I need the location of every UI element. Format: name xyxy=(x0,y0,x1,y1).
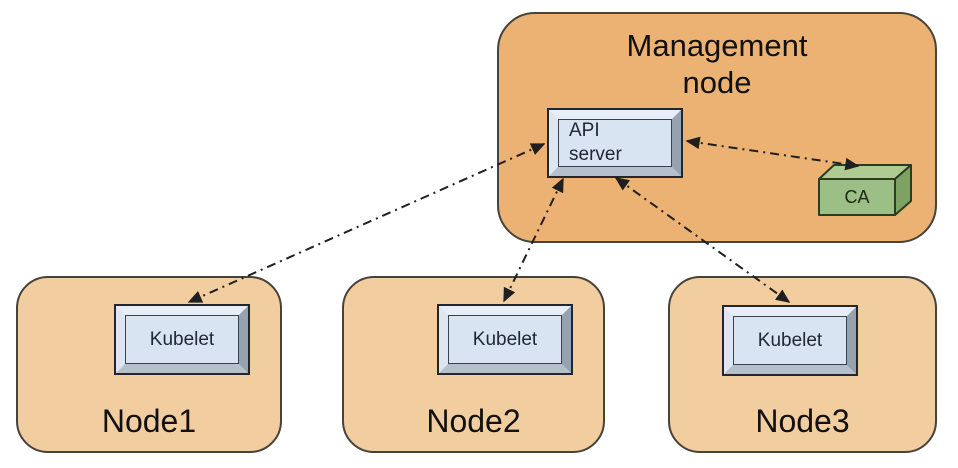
node3-kubelet-box: Kubelet xyxy=(722,305,858,376)
api-server-box: API server xyxy=(547,108,683,178)
ca-label: CA xyxy=(844,186,870,207)
ca-cuboid-shape xyxy=(818,164,912,216)
api-server-label: API server xyxy=(569,120,622,165)
api-server-bevel: API server xyxy=(549,110,681,176)
node3-kubelet-bevel: Kubelet xyxy=(724,307,856,374)
node2-kubelet-bevel: Kubelet xyxy=(439,306,571,373)
management-node-title: Management node xyxy=(626,28,808,100)
node3-kubelet-label: Kubelet xyxy=(757,329,823,351)
ca-box: CA xyxy=(818,164,912,216)
node1-kubelet-box: Kubelet xyxy=(114,304,250,375)
node2-box: Kubelet Node2 xyxy=(342,276,605,453)
node1-kubelet-label: Kubelet xyxy=(149,328,215,350)
node1-kubelet-bevel: Kubelet xyxy=(116,306,248,373)
node3-box: Kubelet Node3 xyxy=(668,276,937,453)
node3-label: Node3 xyxy=(755,403,850,439)
management-node-box: Management node API server CA xyxy=(497,12,937,243)
node1-box: Kubelet Node1 xyxy=(16,276,282,453)
node2-kubelet-box: Kubelet xyxy=(437,304,573,375)
node2-kubelet-label: Kubelet xyxy=(472,328,538,350)
node2-label: Node2 xyxy=(426,403,521,439)
node1-label: Node1 xyxy=(101,403,197,439)
